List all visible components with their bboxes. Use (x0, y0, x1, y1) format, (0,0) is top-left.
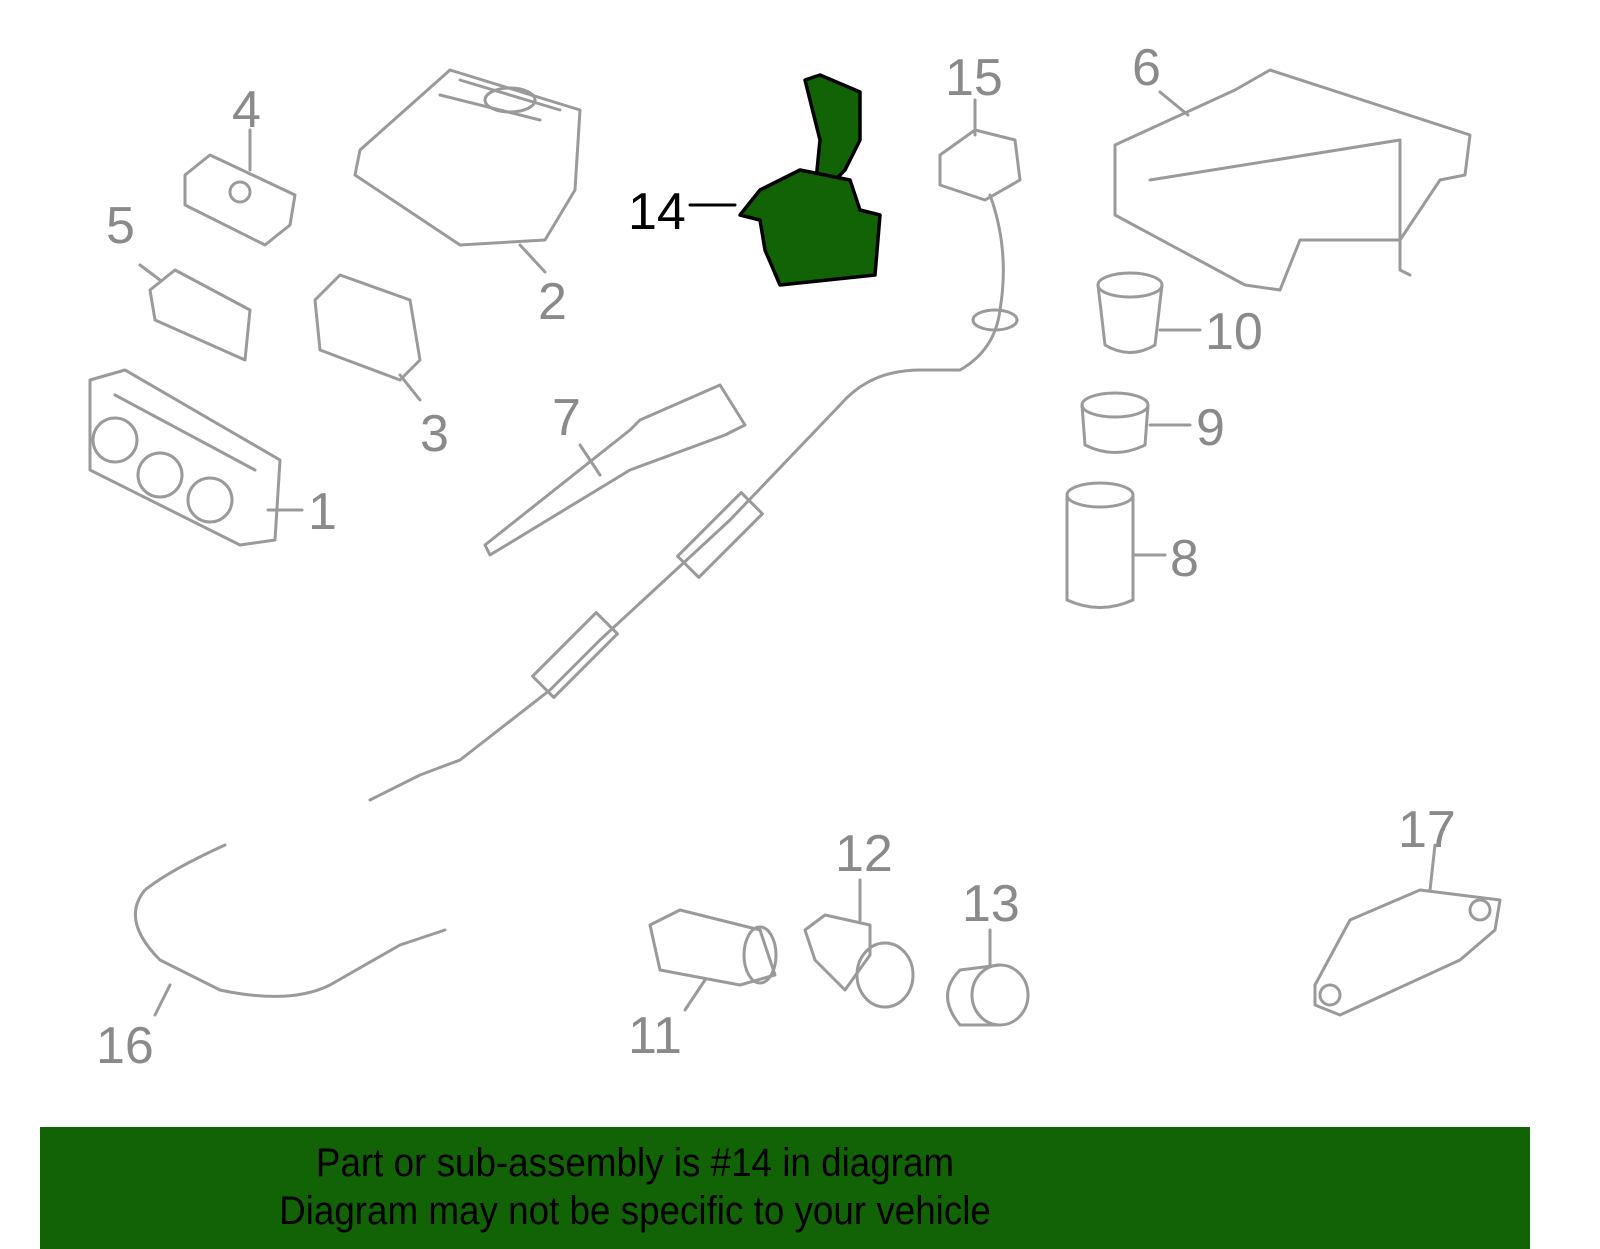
callout-6: 6 (1132, 39, 1161, 97)
part-2-switch-module (353, 68, 582, 247)
parts-diagram (88, 68, 1502, 1027)
callout-7: 7 (552, 389, 581, 447)
part-8-socket (1065, 481, 1135, 609)
callout-4: 4 (232, 81, 261, 139)
callout-9: 9 (1196, 399, 1225, 457)
part-14-shifter (738, 73, 882, 287)
callout-2: 2 (538, 273, 567, 331)
callout-15: 15 (945, 49, 1003, 107)
part-3-module (313, 273, 422, 382)
part-13-plug (946, 963, 1030, 1027)
part-4-switch (183, 153, 297, 247)
part-11-socket (648, 908, 778, 987)
part-9-ring (1080, 391, 1150, 454)
banner-line-1: Part or sub-assembly is #14 in diagram (315, 1141, 955, 1185)
callout-5: 5 (106, 197, 135, 255)
part-17-switch (1313, 888, 1502, 1017)
callout-8: 8 (1170, 530, 1199, 588)
callout-14: 14 (628, 183, 686, 241)
info-banner: Part or sub-assembly is #14 in diagram D… (40, 1127, 1530, 1249)
part-10-socket-cover (1096, 271, 1164, 354)
leader-lines (138, 90, 1437, 1017)
callout-11: 11 (628, 1007, 682, 1065)
part-16-harness (133, 843, 447, 998)
part-6-bracket (1113, 68, 1472, 292)
callout-3: 3 (420, 405, 449, 463)
callout-12: 12 (835, 825, 893, 883)
callout-17: 17 (1398, 801, 1456, 859)
banner-line-2: Diagram may not be specific to your vehi… (279, 1189, 991, 1233)
part-1-climate-panel (88, 368, 282, 547)
part-7-trim (483, 383, 747, 557)
callout-13: 13 (962, 875, 1020, 933)
callout-10: 10 (1205, 303, 1263, 361)
part-5-switch-bezel (148, 268, 252, 362)
part-12-socket (803, 913, 915, 1009)
callout-1: 1 (308, 483, 337, 541)
part-15-cable (368, 128, 1022, 802)
callout-16: 16 (96, 1017, 154, 1075)
